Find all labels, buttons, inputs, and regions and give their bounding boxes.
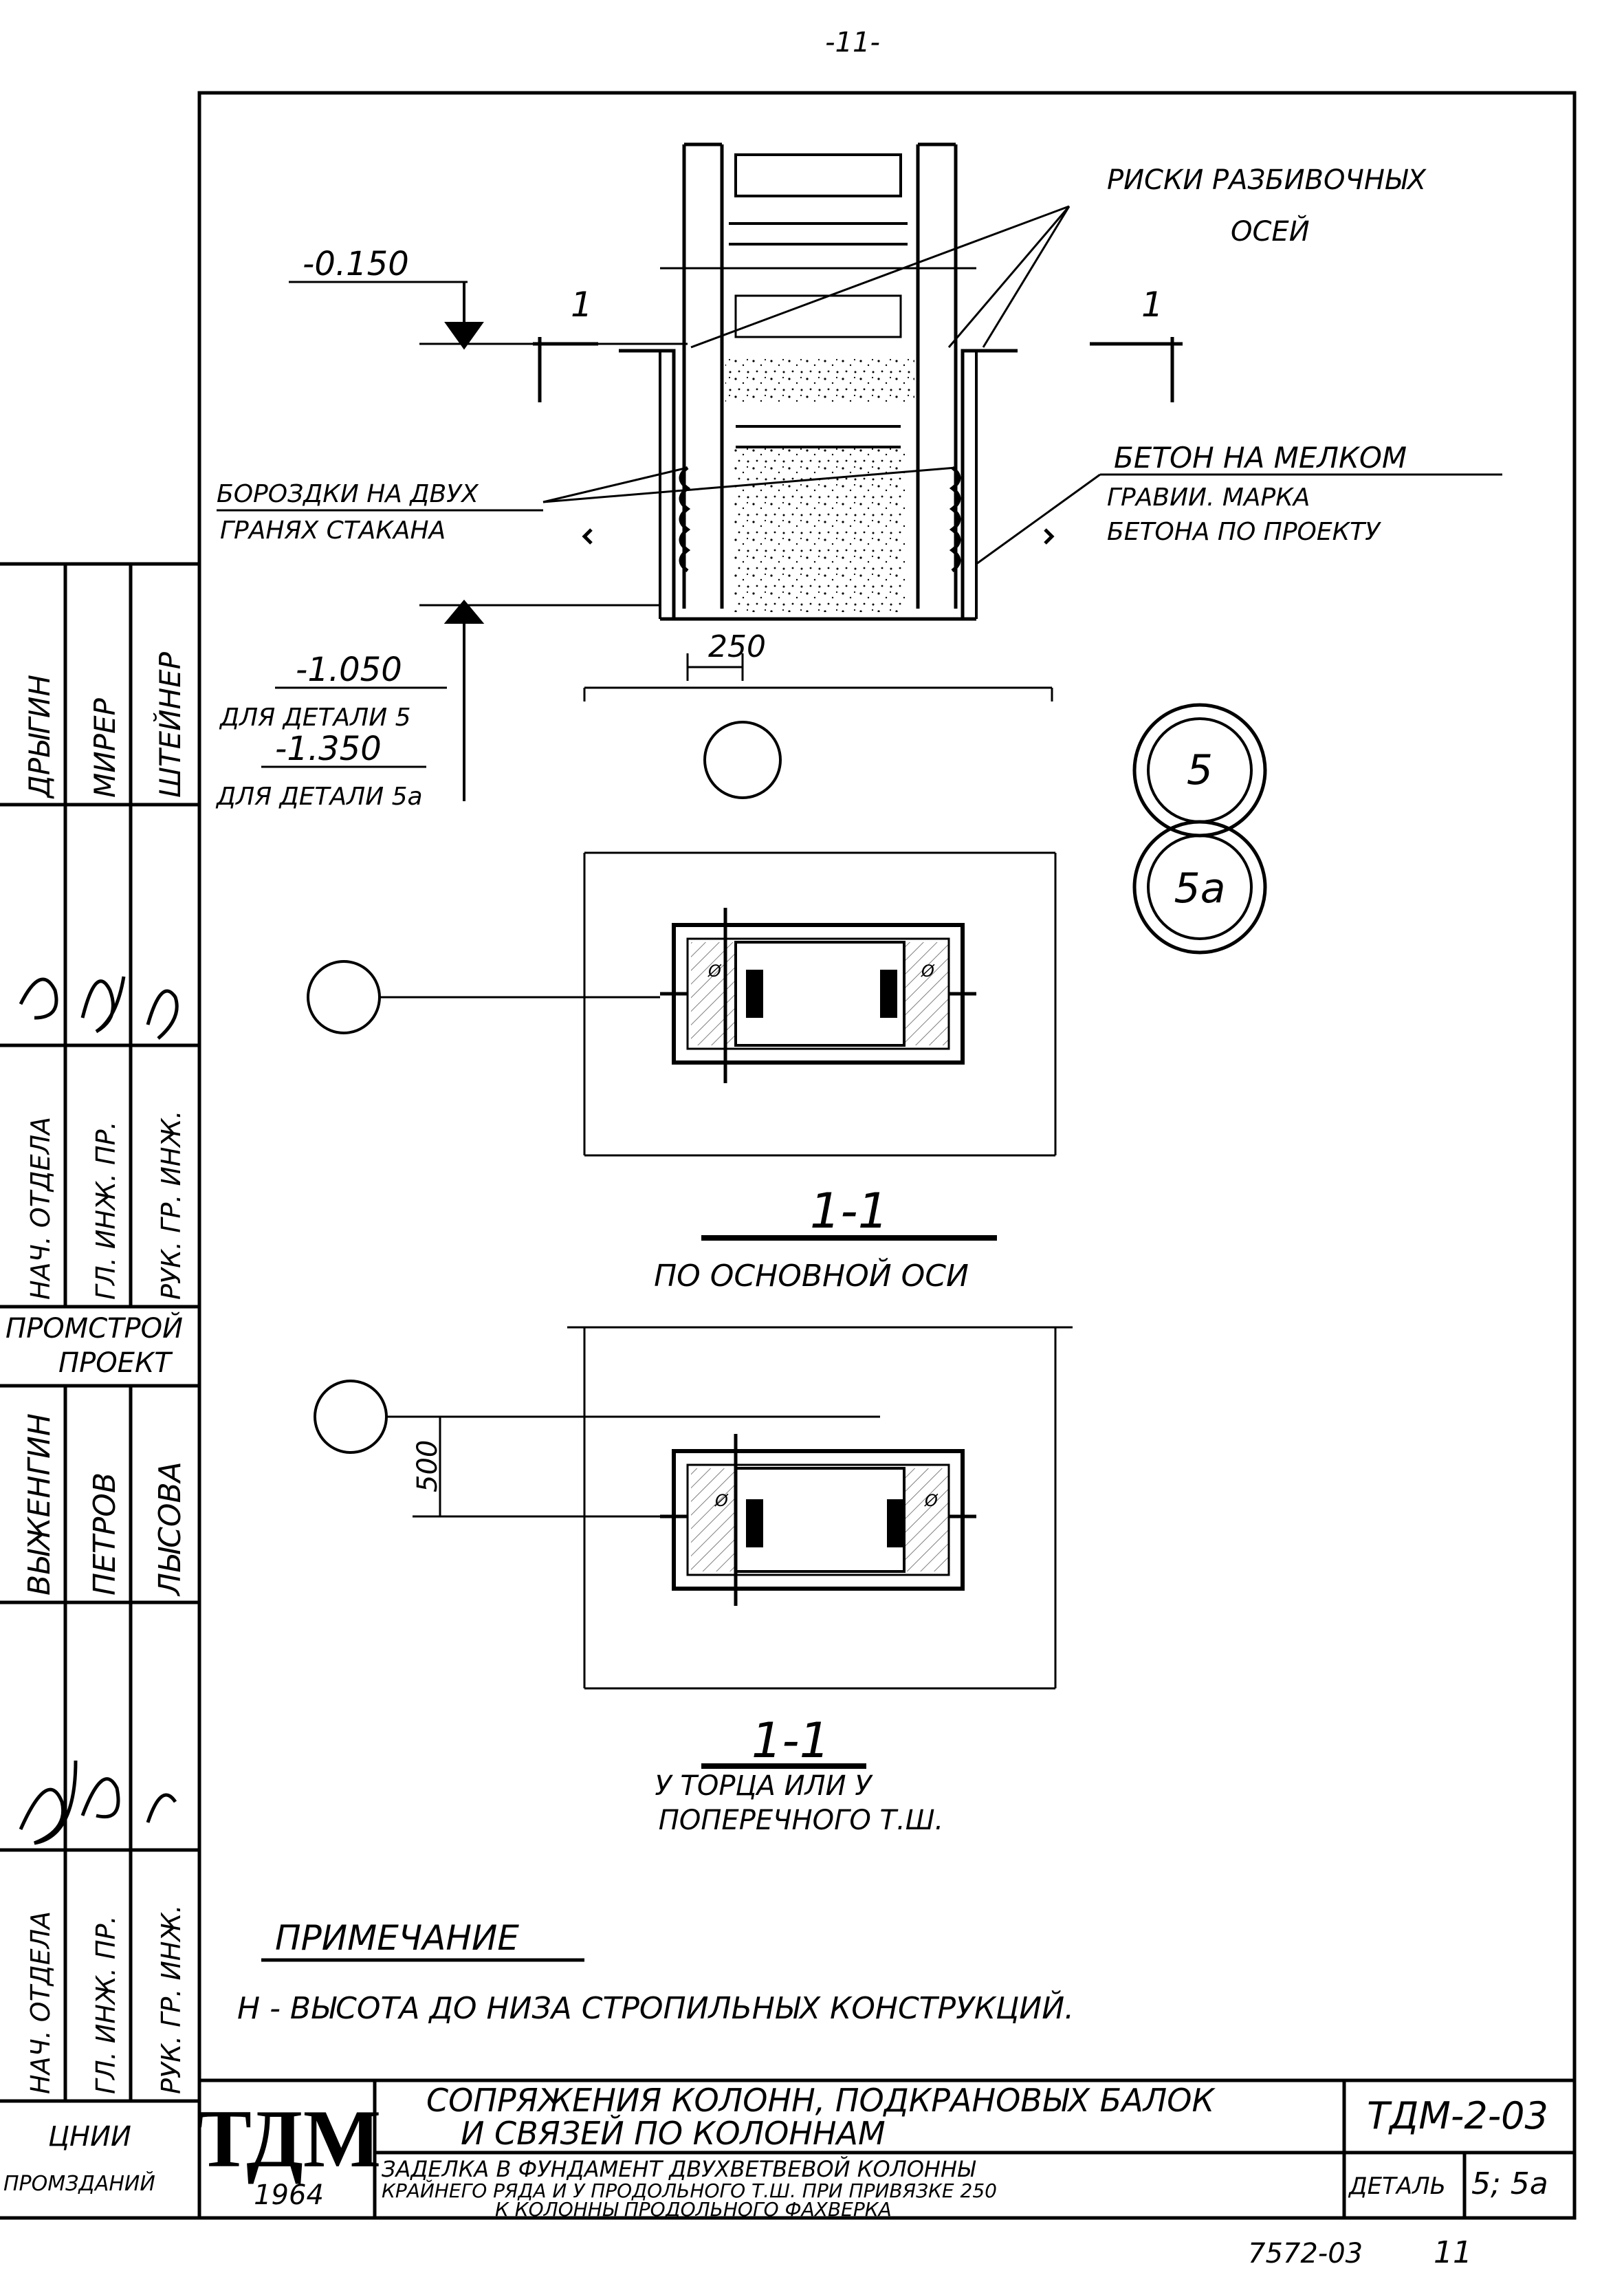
- stamp-org: ПРОМСТРОЙ: [6, 1311, 183, 1345]
- plan-2-caption: У ТОРЦА ИЛИ У: [655, 1770, 873, 1802]
- detail-label: ДЕТАЛЬ: [1348, 2173, 1446, 2200]
- stamp-role: ГЛ. ИНЖ. ПР.: [91, 1121, 121, 1300]
- stamp-name: ШТЕЙНЕР: [153, 651, 187, 798]
- stamp-org-2: ПРОМЗДАНИЙ: [3, 2171, 155, 2196]
- detail-marker-5a: 5а: [1174, 864, 1226, 913]
- rebar-mark: Ø: [924, 1491, 939, 1510]
- concrete-infill: [725, 358, 914, 406]
- stamp-role: ГЛ. ИНЖ. ПР.: [91, 1915, 121, 2094]
- stamp-org-2: ПРОЕКТ: [58, 1347, 173, 1379]
- label-axes-2: ОСЕЙ: [1231, 215, 1310, 248]
- grooves: [679, 466, 961, 572]
- title-line-2: И СВЯЗЕЙ ПО КОЛОННАМ: [461, 2115, 886, 2152]
- stamp-name: МИРЕР: [88, 697, 122, 798]
- label-axes: РИСКИ РАЗБИВОЧНЫХ: [1107, 164, 1427, 196]
- dim-500: 500: [412, 1440, 443, 1492]
- concrete-infill: [732, 447, 908, 612]
- label-concrete: БЕТОН НА МЕЛКОМ: [1114, 441, 1407, 475]
- sheet-number: 11: [1434, 2235, 1472, 2270]
- axis-bubble: [307, 960, 381, 1034]
- plan-view-1: Ø Ø 1-1 ПО ОСНОВНОЙ ОСИ: [307, 851, 1057, 1294]
- rebar-mark: Ø: [707, 961, 722, 981]
- leader-lines: [542, 205, 1101, 565]
- stamp-name: ЛЫСОВА: [153, 1461, 188, 1597]
- label-concrete-3: БЕТОНА ПО ПРОЕКТУ: [1107, 518, 1381, 546]
- stamp-org: ЦНИИ: [48, 2121, 131, 2153]
- plan-2-title: 1-1: [751, 1712, 830, 1769]
- foundation-glass: [582, 349, 1055, 621]
- note-text: Н - ВЫСОТА ДО НИЗА СТРОПИЛЬНЫХ КОНСТРУКЦ…: [237, 1990, 1074, 2026]
- level-top: -0.150: [303, 245, 409, 283]
- year: 1964: [254, 2179, 324, 2211]
- dim-250: 250: [708, 629, 766, 664]
- cut-mark-right: 1: [1141, 285, 1163, 325]
- axis-bubble: [314, 1380, 388, 1454]
- for-detail-5a: ДЛЯ ДЕТАЛИ 5а: [215, 783, 423, 811]
- subtitle-line: КРАЙНЕГО РЯДА И У ПРОДОЛЬНОГО Т.Ш. ПРИ П…: [382, 2179, 997, 2202]
- signature: [19, 1760, 177, 1845]
- for-detail-5: ДЛЯ ДЕТАЛИ 5: [219, 704, 411, 732]
- stamp-role: РУК. ГР. ИНЖ.: [156, 1111, 186, 1300]
- note-heading: ПРИМЕЧАНИЕ: [275, 1918, 519, 1958]
- level-bottom-5a: -1.350: [275, 730, 382, 768]
- cut-mark-left: 1: [571, 285, 593, 325]
- page-number: -11-: [825, 27, 880, 58]
- plan-2-caption-2: ПОПЕРЕЧНОГО Т.Ш.: [659, 1805, 943, 1836]
- detail-marker-5: 5: [1187, 746, 1213, 794]
- stamp-role: НАЧ. ОТДЕЛА: [25, 1117, 56, 1300]
- rebar-mark: Ø: [714, 1491, 729, 1510]
- plan-view-2: 500 Ø Ø 1-1 У ТОРЦА ИЛИ У ПОПЕРЕЧНОГО Т.…: [314, 1326, 1073, 1836]
- section-view: -0.150 -1.050 ДЛЯ ДЕТАЛИ 5 -1.350 ДЛЯ ДЕ…: [215, 142, 1502, 811]
- rebar-mark: Ø: [921, 961, 935, 981]
- stamp-role: НАЧ. ОТДЕЛА: [25, 1911, 56, 2094]
- label-grooves-2: ГРАНЯХ СТАКАНА: [220, 516, 446, 545]
- stamp-role: РУК. ГР. ИНЖ.: [156, 1905, 186, 2094]
- drawing-code: ТДМ-2-03: [1367, 2094, 1548, 2137]
- signature: [19, 976, 179, 1040]
- plan-1-title: 1-1: [810, 1183, 888, 1239]
- axis-bubble: [703, 721, 782, 799]
- side-stamp: ДРЫГИН МИРЕР ШТЕЙНЕР НАЧ. ОТДЕЛА ГЛ. ИНЖ…: [0, 562, 199, 2220]
- drawing-frame: [197, 91, 1577, 2220]
- stamp-name: ВЫЖЕНГИН: [22, 1413, 57, 1596]
- detail-value: 5; 5а: [1471, 2166, 1548, 2201]
- note: ПРИМЕЧАНИЕ Н - ВЫСОТА ДО НИЗА СТРОПИЛЬНЫ…: [237, 1918, 1074, 2026]
- title-line: СОПРЯЖЕНИЯ КОЛОНН, ПОДКРАНОВЫХ БАЛОК: [426, 2082, 1216, 2119]
- plan-1-caption: ПО ОСНОВНОЙ ОСИ: [654, 1257, 969, 1294]
- label-concrete-2: ГРАВИИ. МАРКА: [1107, 483, 1310, 512]
- label-grooves: БОРОЗДКИ НА ДВУХ: [217, 480, 479, 508]
- level-marks: [289, 281, 688, 801]
- title-block: ТДМ 1964 СОПРЯЖЕНИЯ КОЛОНН, ПОДКРАНОВЫХ …: [197, 2078, 1574, 2221]
- subtitle-line: ЗАДЕЛКА В ФУНДАМЕНТ ДВУХВЕТВЕВОЙ КОЛОННЫ: [382, 2156, 976, 2182]
- logo: ТДМ: [197, 2093, 381, 2184]
- section-cut-marks: [533, 337, 1183, 402]
- subtitle-line: К КОЛОННЫ ПРОДОЛЬНОГО ФАХВЕРКА: [495, 2198, 892, 2221]
- level-bottom-5: -1.050: [296, 651, 402, 689]
- stamp-name: ПЕТРОВ: [87, 1472, 122, 1596]
- stamp-name: ДРЫГИН: [23, 675, 56, 799]
- archive-number: 7572-03: [1248, 2238, 1363, 2269]
- dimension-250: [583, 653, 1053, 701]
- detail-markers: 5 5а: [1132, 703, 1267, 955]
